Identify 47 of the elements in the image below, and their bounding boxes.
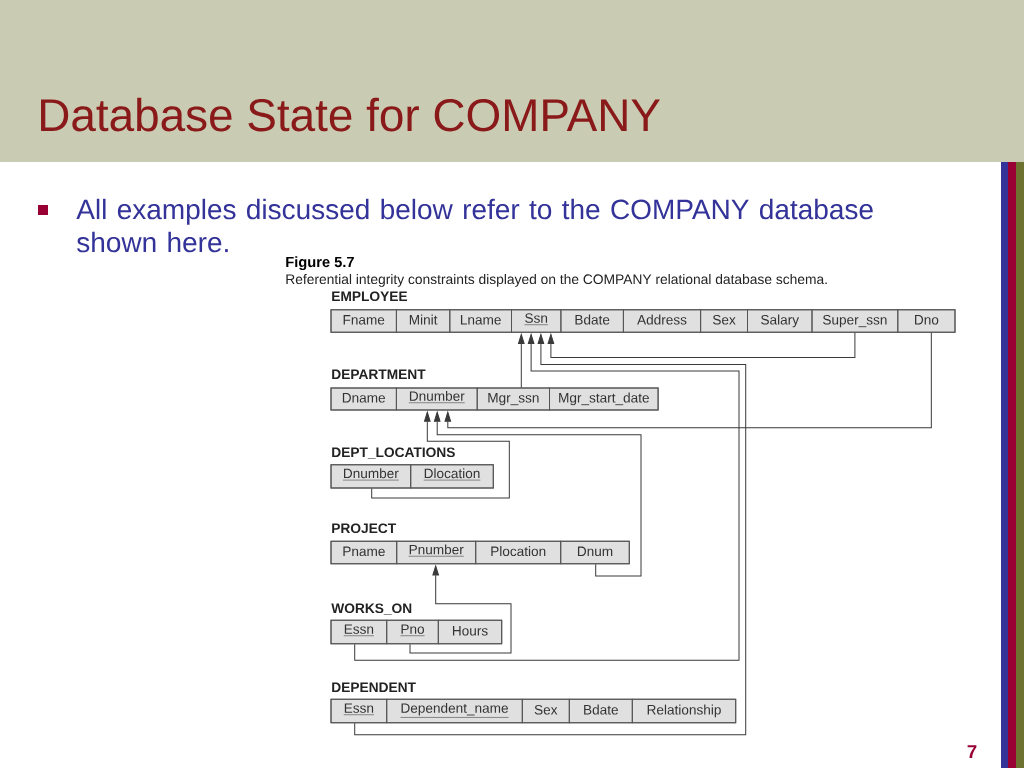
figure-caption: Referential integrity constraints displayed on the COMPANY relational database schema.	[286, 274, 827, 287]
arrow	[518, 333, 525, 388]
arrow	[444, 332, 932, 429]
table-name: DEPENDENT	[332, 682, 416, 692]
table-name: DEPT_LOCATIONS	[332, 447, 455, 459]
bullet-text: All examples discussed below refer to the COMPANY database shown here.	[76, 198, 873, 253]
attribute-cell: Pnumber	[396, 540, 477, 565]
attribute-cell: Dno	[897, 309, 956, 333]
table-name: DEPARTMENT	[332, 369, 426, 379]
attribute-cell: Relationship	[631, 698, 737, 724]
slide-title: Database State for COMPANY	[41, 97, 660, 132]
attribute-cell: Mgr_ssn	[476, 387, 550, 411]
attribute-cell: Essn	[330, 619, 388, 645]
attribute-cell: Pno	[386, 619, 439, 645]
attribute-cell: Dlocation	[410, 464, 494, 489]
attribute-cell: Fname	[330, 309, 397, 333]
attribute-cell: Minit	[395, 309, 451, 333]
table-name: EMPLOYEE	[332, 291, 408, 302]
attribute-cell: Dependent_name	[386, 698, 523, 724]
arrow	[354, 333, 747, 736]
attribute-cell: Essn	[330, 698, 388, 724]
attribute-cell: Bdate	[568, 698, 633, 724]
arrow	[433, 411, 642, 577]
attribute-cell: Lname	[449, 309, 512, 333]
figure-number: Figure 5.7	[286, 256, 354, 271]
attribute-cell: Dnumber	[330, 464, 412, 489]
attribute-cell: Mgr_start_date	[549, 387, 659, 411]
arrow	[409, 565, 512, 654]
attribute-cell: Plocation	[475, 540, 562, 565]
attribute-cell: Ssn	[511, 309, 562, 333]
attribute-cell: Bdate	[560, 309, 624, 333]
page-number: 7	[967, 745, 977, 758]
arrow	[547, 332, 856, 358]
arrow	[371, 411, 510, 499]
attribute-cell: Salary	[747, 309, 813, 333]
table-name: WORKS_ON	[331, 603, 412, 615]
table-name: PROJECT	[332, 523, 396, 534]
attribute-cell: Dnumber	[395, 387, 478, 411]
attribute-cell: Hours	[437, 619, 503, 645]
attribute-cell: Super_ssn	[811, 309, 899, 333]
arrow	[354, 333, 740, 661]
attribute-cell: Sex	[700, 309, 748, 333]
attribute-cell: Pname	[330, 540, 398, 565]
attribute-cell: Address	[622, 309, 702, 333]
attribute-cell: Dname	[330, 387, 397, 411]
attribute-cell: Sex	[521, 698, 570, 724]
attribute-cell: Dnum	[560, 540, 630, 565]
